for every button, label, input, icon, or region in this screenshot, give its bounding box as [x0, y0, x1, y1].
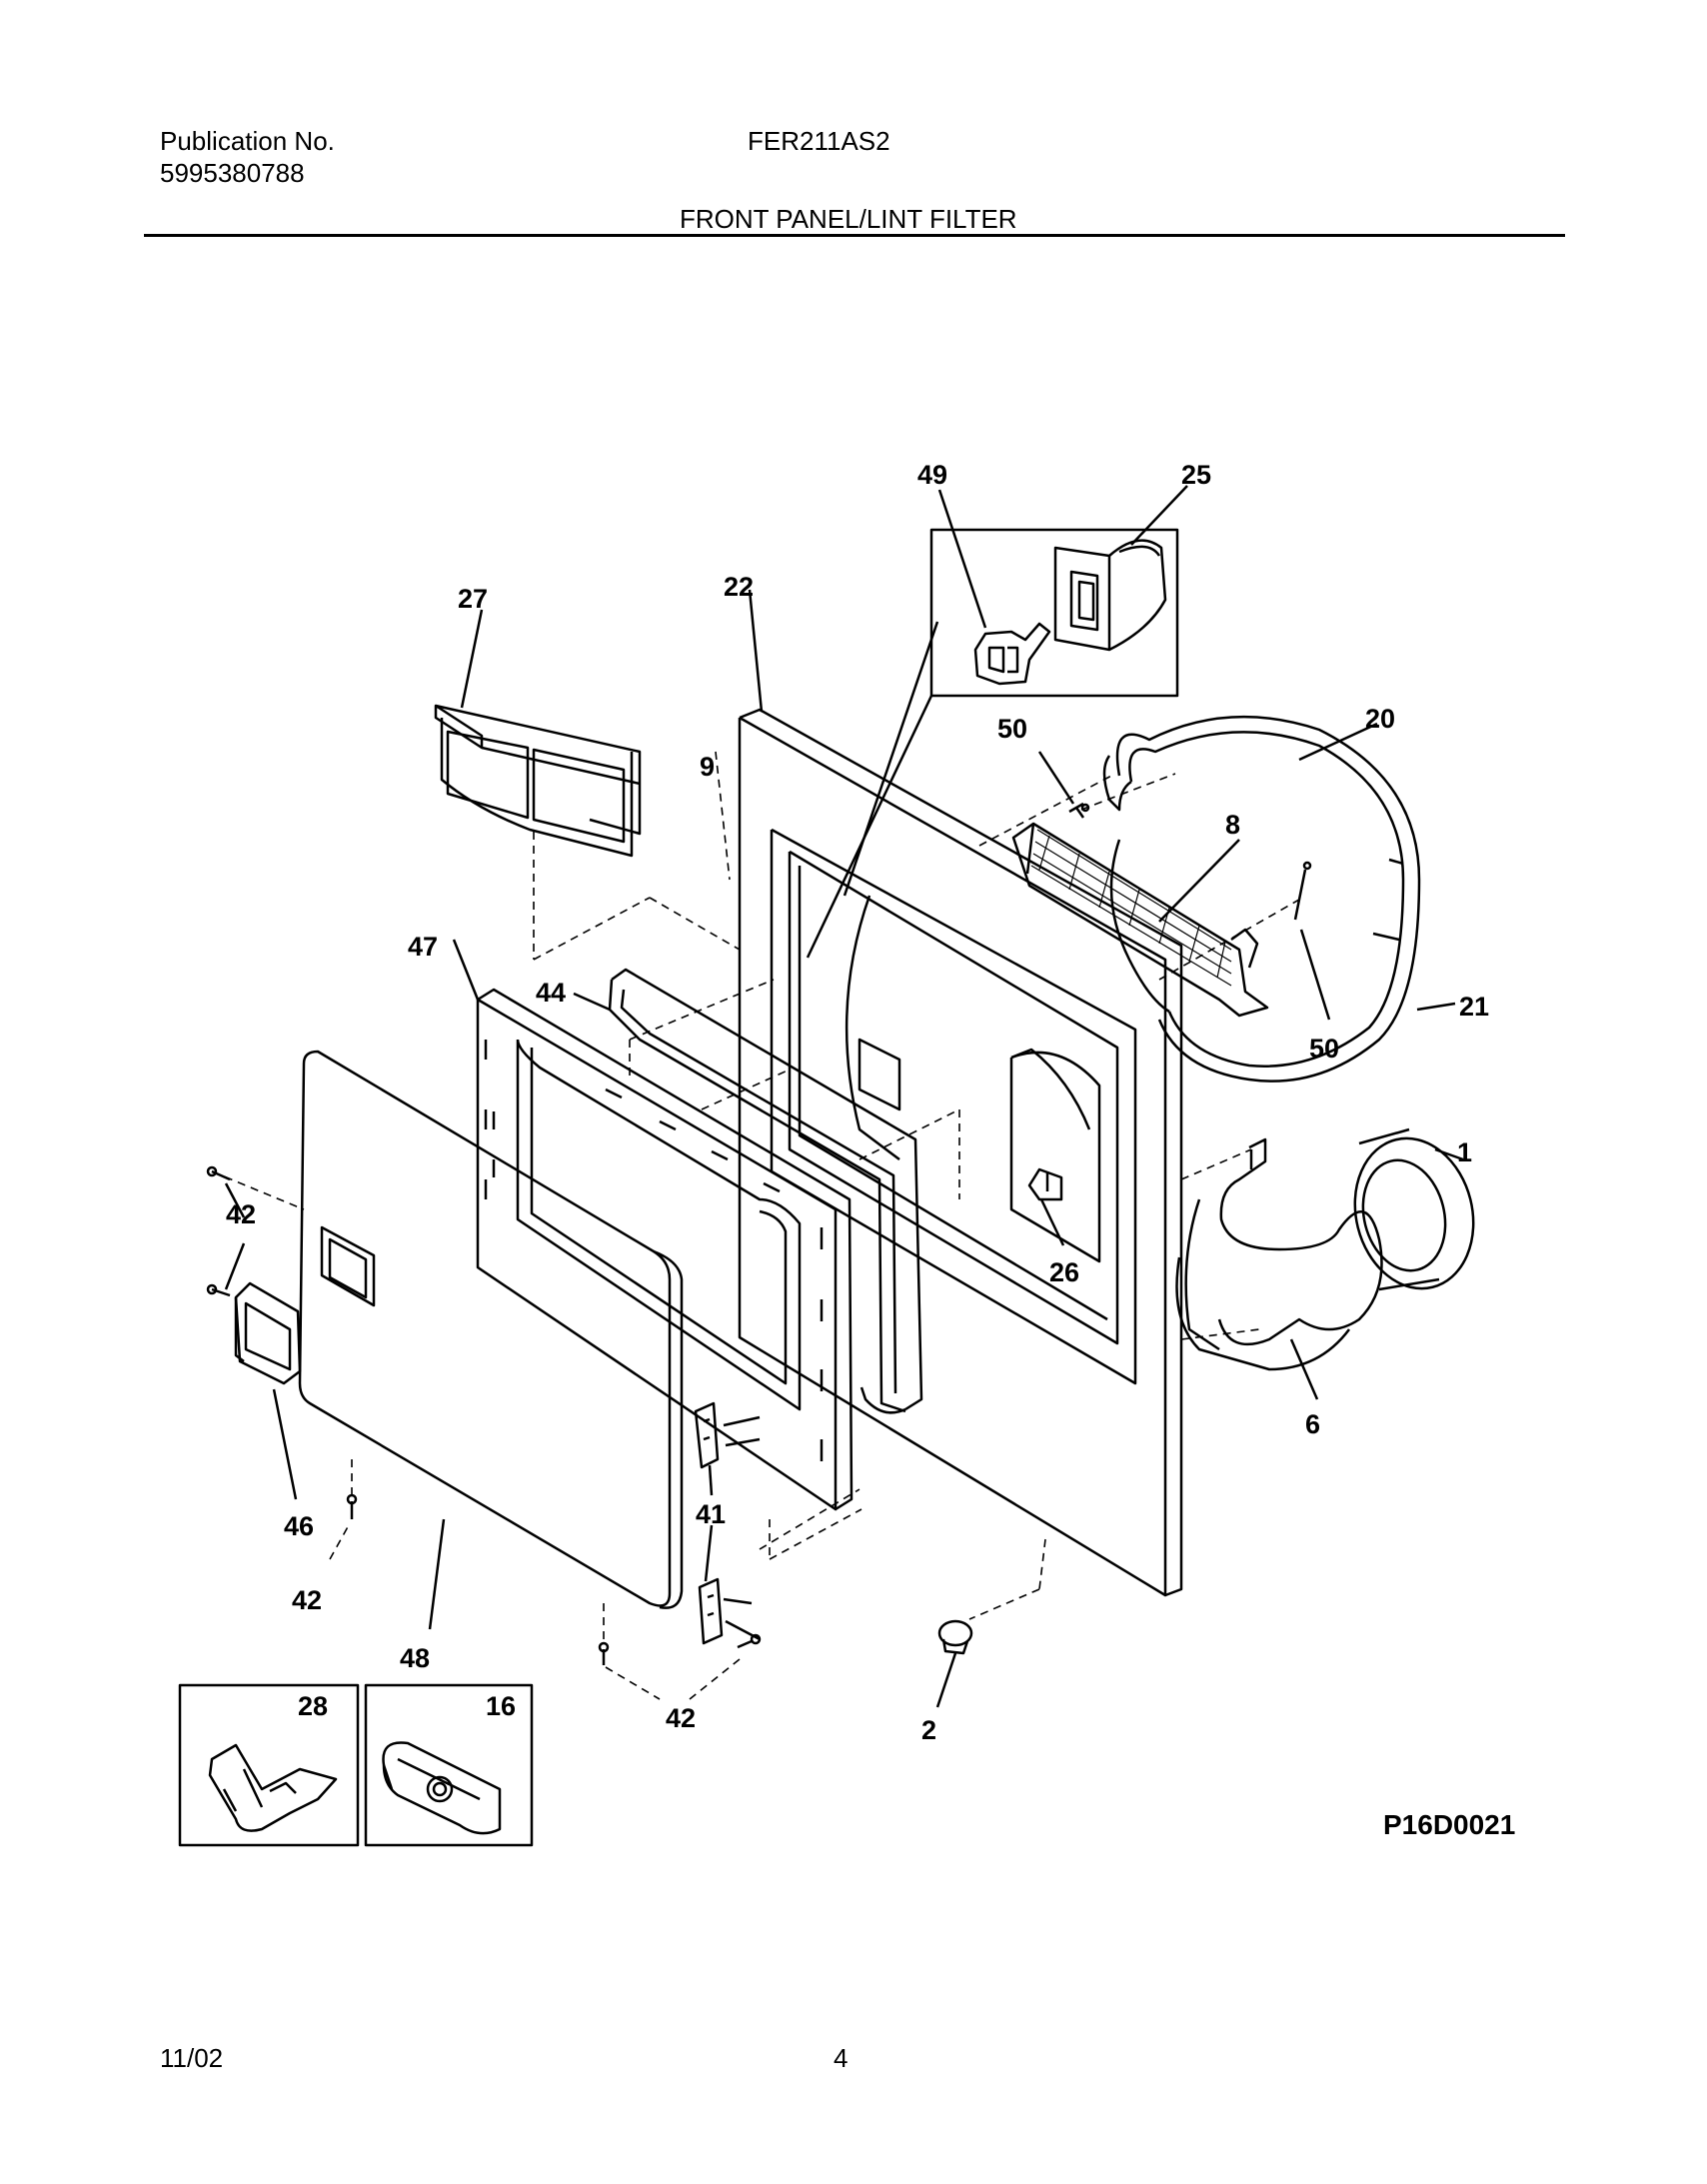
part-6-blower-duct [1175, 1137, 1383, 1371]
callout-2: 2 [921, 1715, 936, 1745]
callout-42-bottom-left: 42 [292, 1585, 322, 1615]
footer-page-number: 4 [834, 2043, 849, 2073]
callout-28: 28 [298, 1691, 328, 1721]
callout-44: 44 [536, 978, 566, 1008]
model-number: FER211AS2 [748, 126, 890, 156]
section-title: FRONT PANEL/LINT FILTER [680, 204, 1017, 234]
callout-48: 48 [400, 1643, 430, 1673]
part-8-lint-screen [1011, 822, 1269, 1018]
callout-50-top: 50 [997, 714, 1027, 744]
publication-number: 5995380788 [160, 158, 305, 188]
inset-box-49-25 [929, 528, 1179, 698]
callout-50-right: 50 [1309, 1034, 1339, 1064]
part-47-inner-door [476, 988, 854, 1511]
diagram-code: P16D0021 [1383, 1809, 1516, 1840]
callout-49: 49 [917, 460, 947, 490]
callout-46: 46 [284, 1511, 314, 1541]
part-22-front-panel [738, 708, 1183, 1597]
callout-21: 21 [1459, 992, 1489, 1022]
part-48-outer-door [298, 1050, 684, 1609]
part-27-lint-filter [434, 704, 642, 858]
publication-label: Publication No. [160, 126, 335, 156]
part-28-bracket [208, 1743, 338, 1832]
callout-47: 47 [408, 932, 438, 962]
detail-box-28 [178, 1683, 360, 1847]
callout-42-bottom: 42 [666, 1703, 696, 1733]
part-42-screws [206, 1165, 762, 1665]
part-2-plug [937, 1619, 973, 1655]
detail-box-16 [364, 1683, 534, 1847]
callout-26: 26 [1049, 1257, 1079, 1287]
callout-25: 25 [1181, 460, 1211, 490]
part-20-drum-ring [1102, 715, 1421, 1083]
part-49-clip [973, 622, 1051, 686]
callout-1: 1 [1457, 1137, 1472, 1167]
part-1-seal [1353, 1127, 1475, 1291]
callout-20: 20 [1365, 704, 1395, 734]
footer-date: 11/02 [160, 2043, 224, 2073]
callout-9: 9 [700, 752, 715, 782]
callout-22: 22 [724, 572, 754, 602]
header-rule [144, 234, 1565, 237]
callout-27: 27 [458, 584, 488, 614]
part-50-screws [1068, 802, 1312, 921]
part-25-bracket [1053, 539, 1167, 652]
part-16-clip [382, 1741, 502, 1835]
part-44-door-gasket [608, 968, 923, 1414]
callout-16: 16 [486, 1691, 516, 1721]
callout-8: 8 [1225, 810, 1240, 840]
callout-6: 6 [1305, 1409, 1320, 1439]
part-46-handle [234, 1281, 302, 1385]
callout-41: 41 [696, 1499, 726, 1529]
callout-42-left: 42 [226, 1199, 256, 1229]
